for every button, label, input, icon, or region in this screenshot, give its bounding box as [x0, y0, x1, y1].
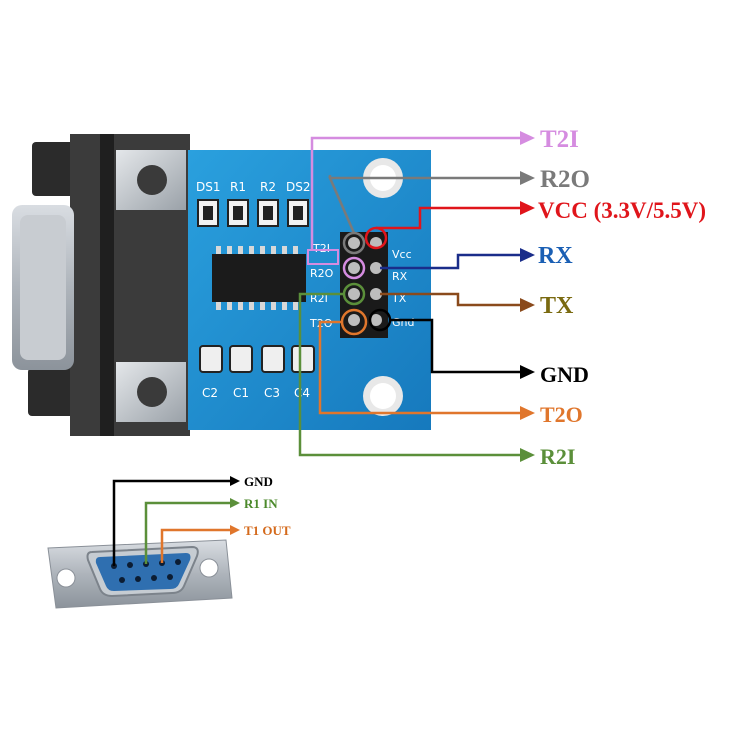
- db9-connector-side: [12, 134, 190, 436]
- wire-rx: [380, 248, 535, 270]
- silk-r2: R2: [260, 180, 276, 194]
- silk-c3: C3: [264, 386, 280, 400]
- label-vcc: VCC (3.3V/5.5V): [538, 198, 706, 223]
- silk-c1: C1: [233, 386, 249, 400]
- ic-pin: [227, 302, 232, 310]
- ic-pin: [216, 246, 221, 254]
- db9-wire-r1in: [144, 498, 240, 564]
- silk-c4: C4: [294, 386, 310, 400]
- silk-c2: C2: [202, 386, 218, 400]
- ic-pin: [227, 246, 232, 254]
- ic-pin: [249, 246, 254, 254]
- wire-t2o: [318, 308, 535, 420]
- label-db9-gnd: GND: [244, 474, 273, 489]
- silk-gnd: Gnd: [392, 316, 414, 329]
- wire-r2o: [328, 171, 535, 255]
- rs232-module: DS1 R1 R2 DS2 C2 C1 C3 C4 T2I R2O R2I T2…: [12, 134, 431, 436]
- label-t1-out: T1 OUT: [244, 523, 291, 538]
- wire-t2i: [307, 131, 535, 265]
- ic-pin: [260, 302, 265, 310]
- ic-pin: [216, 302, 221, 310]
- label-tx: TX: [540, 293, 574, 319]
- silk-ds1: DS1: [196, 180, 221, 194]
- wire-t2i-pin: [342, 256, 366, 280]
- ic-pin: [238, 246, 243, 254]
- label-r2o: R2O: [540, 166, 590, 193]
- ic-pin: [249, 302, 254, 310]
- label-t2i: T2I: [540, 126, 579, 153]
- db9-wires: [112, 476, 240, 566]
- silk-t2i: T2I: [312, 242, 330, 255]
- wire-tx: [380, 292, 535, 312]
- silk-r2o: R2O: [310, 267, 334, 280]
- db9-wire-gnd: [112, 476, 240, 566]
- ic-pin: [282, 302, 287, 310]
- label-t2o: T2O: [540, 402, 583, 427]
- wire-r2i: [298, 282, 535, 462]
- db9-connector-front: [47, 539, 233, 609]
- wire-gnd: [368, 308, 535, 379]
- pin-labels: T2I R2O VCC (3.3V/5.5V) RX TX GND T2O R2…: [538, 126, 706, 469]
- label-r2i: R2I: [540, 444, 575, 469]
- ic-pin: [282, 246, 287, 254]
- ic-pin: [271, 246, 276, 254]
- silk-vcc: Vcc: [392, 248, 412, 261]
- ic-pin: [293, 302, 298, 310]
- wire-vcc: [364, 201, 535, 250]
- label-r1-in: R1 IN: [244, 496, 278, 511]
- ic-chip: [212, 246, 306, 310]
- label-gnd: GND: [540, 362, 589, 387]
- silk-rx: RX: [392, 270, 408, 283]
- silk-ds2: DS2: [286, 180, 311, 194]
- ic-pin: [260, 246, 265, 254]
- label-rx: RX: [538, 243, 573, 269]
- ic-pin: [271, 302, 276, 310]
- db9-labels: GND R1 IN T1 OUT: [244, 474, 291, 538]
- silk-r1: R1: [230, 180, 246, 194]
- wires: [298, 131, 535, 462]
- pcb-board: DS1 R1 R2 DS2 C2 C1 C3 C4 T2I R2O R2I T2…: [188, 150, 431, 430]
- db9-wire-t1out: [160, 525, 240, 563]
- ic-pin: [238, 302, 243, 310]
- ic-pin: [293, 246, 298, 254]
